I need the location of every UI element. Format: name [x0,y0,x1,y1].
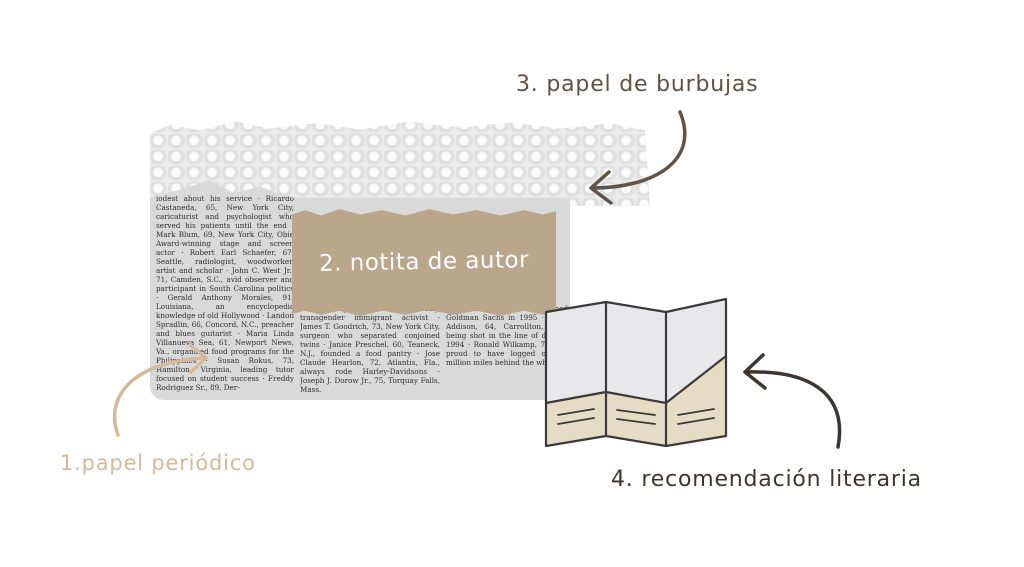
newspaper-label: 1.papel periódico [60,451,256,475]
arrow-newspaper-icon [112,343,208,437]
bubble-wrap-paper [150,121,650,206]
literary-recommendation-label: 4. recomendación literaria [611,467,922,492]
folded-map-icon [544,297,728,448]
newspaper-column: iodest about his service · Ricardo Casta… [156,194,294,392]
author-note-paper: 2. notita de autor [292,209,556,316]
bubble-wrap-label: 3. papel de burbujas [516,72,759,97]
arrow-bubble-wrap-icon [589,110,687,205]
arrow-map-icon [743,353,842,449]
